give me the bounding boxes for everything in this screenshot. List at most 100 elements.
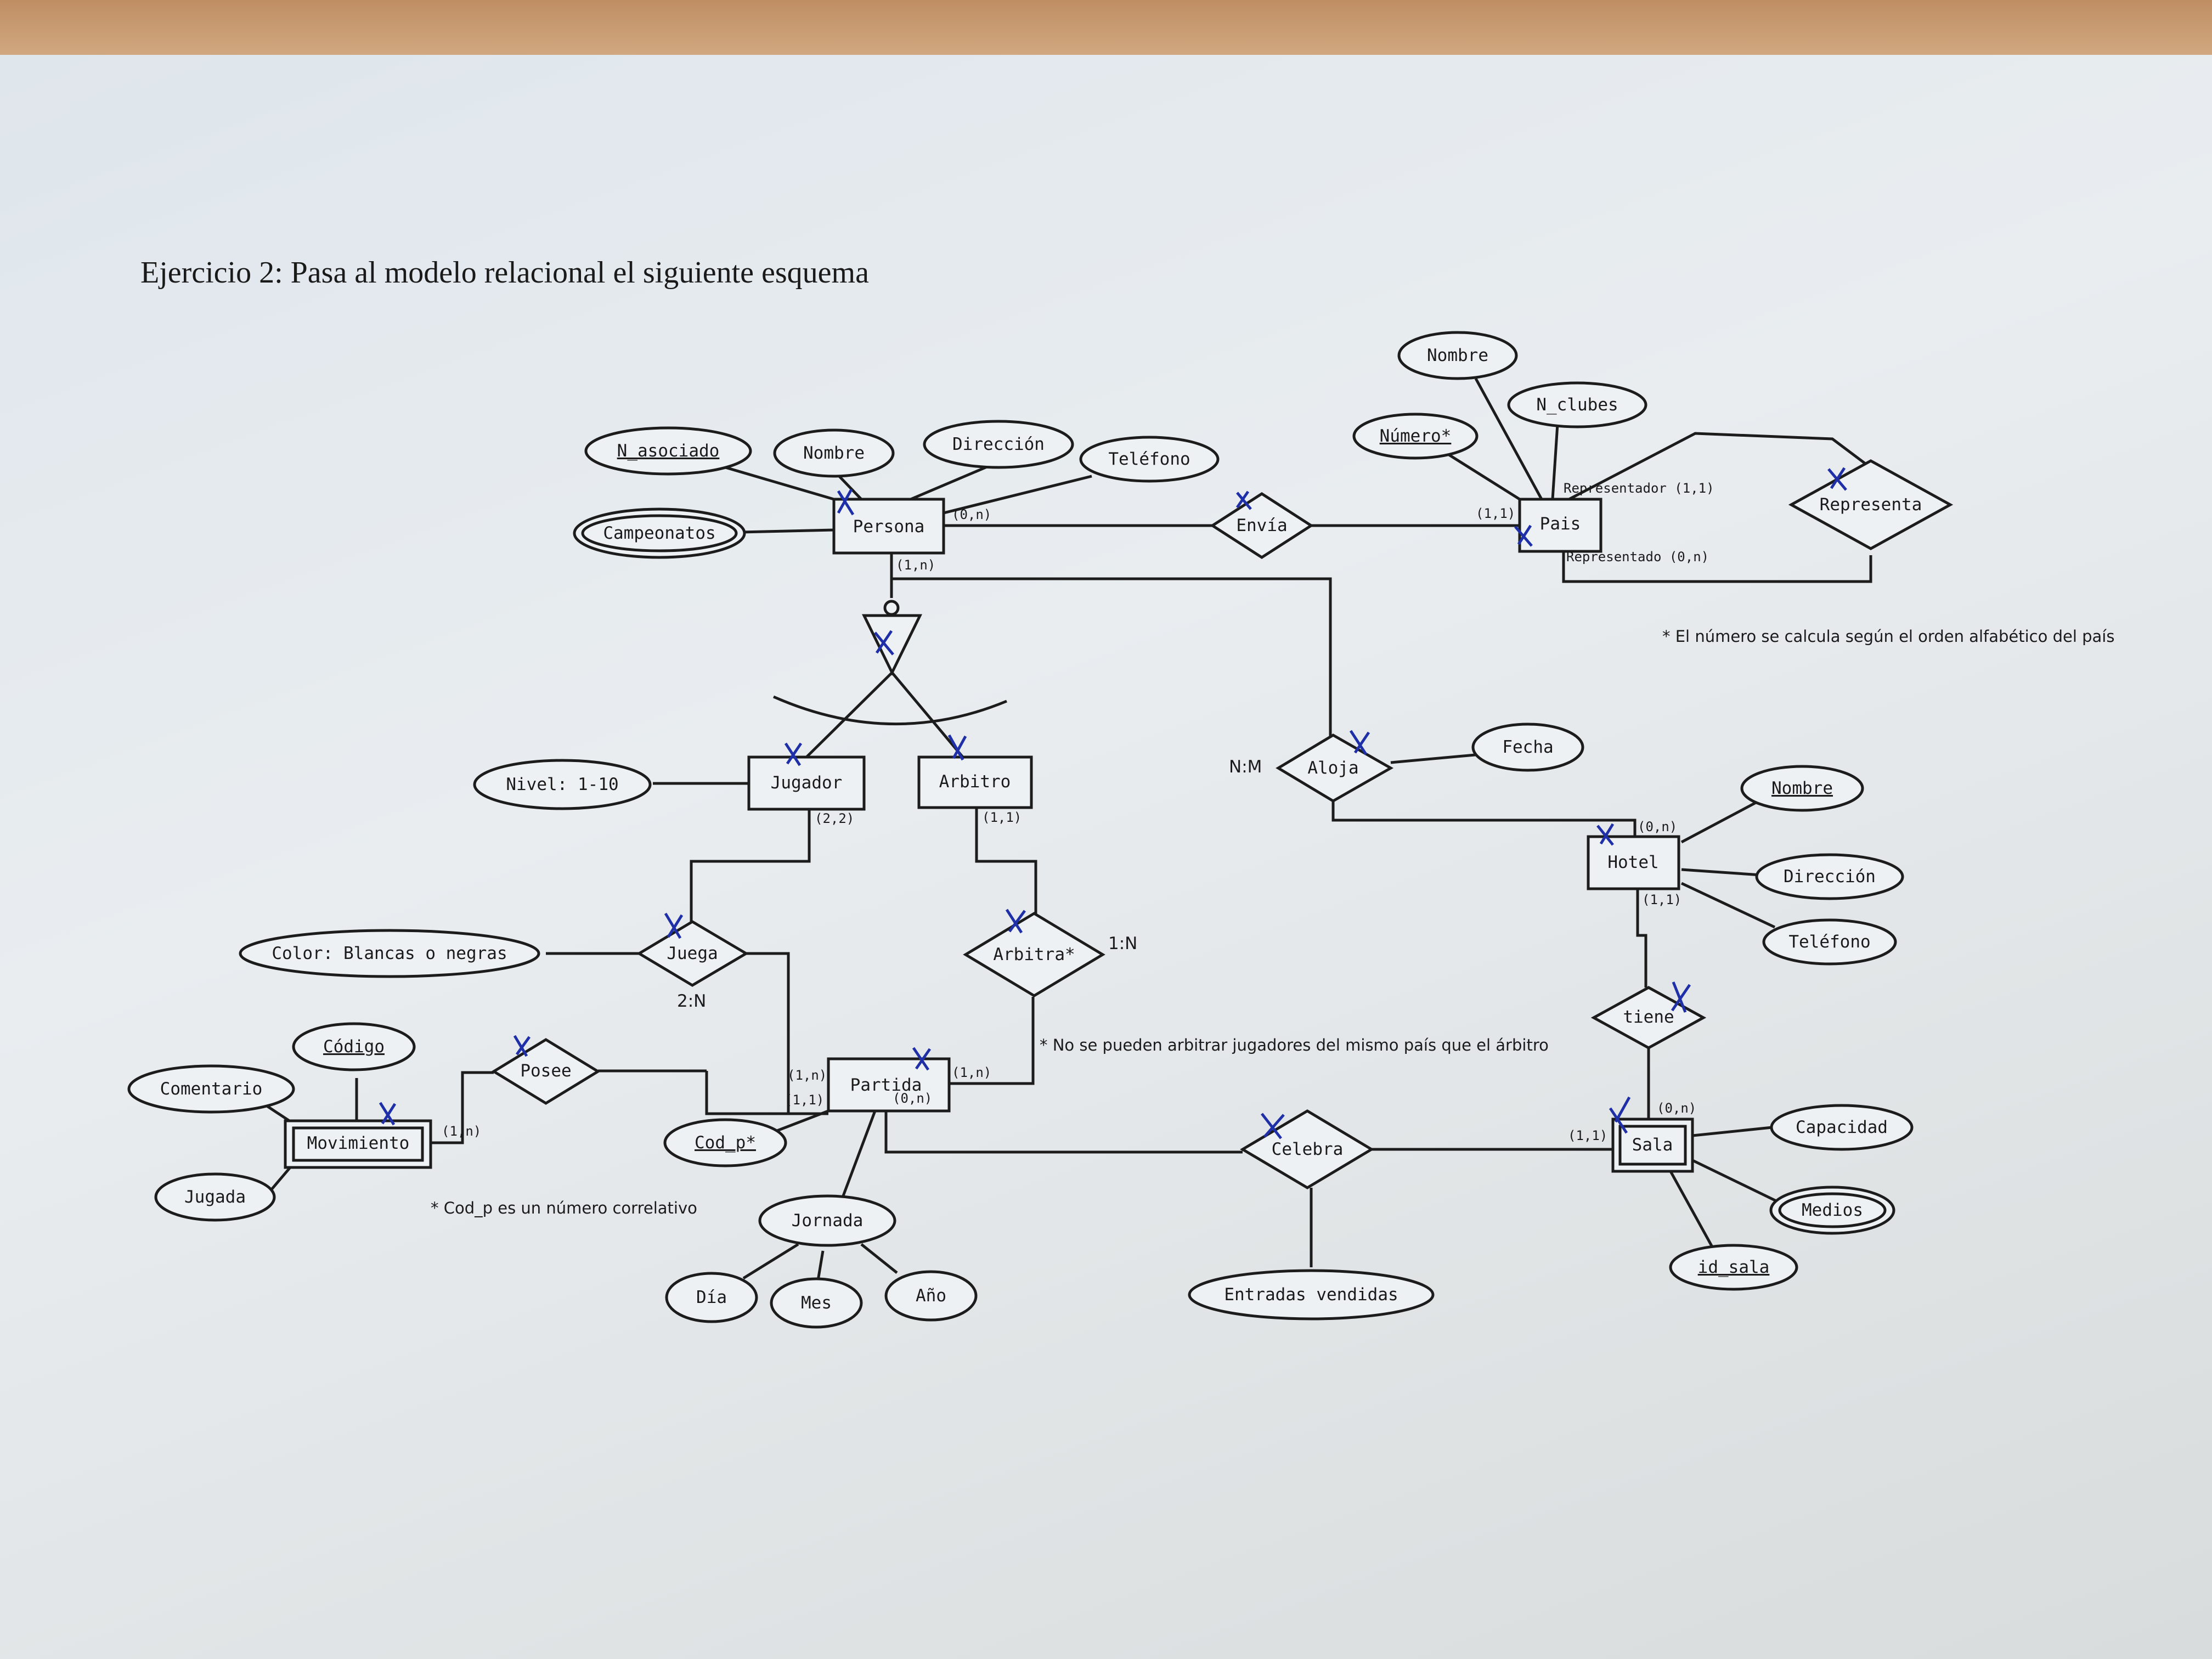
attr-mes-label: Mes	[801, 1293, 832, 1313]
attr-mes: Mes	[770, 1277, 863, 1329]
attr-entradas-vendidas: Entradas vendidas	[1188, 1269, 1435, 1321]
entity-pais-label: Pais	[1540, 514, 1581, 534]
attr-cod-p-label: Cod_p*	[695, 1133, 756, 1153]
rel-posee: Posee	[491, 1038, 601, 1105]
rel-juega-label: Juega	[667, 944, 718, 963]
entity-sala-label: Sala	[1632, 1135, 1673, 1155]
attr-n-asociado-label: N_asociado	[617, 441, 720, 461]
rel-aloja: Aloja	[1276, 733, 1394, 803]
entity-jugador: Jugador	[747, 755, 866, 811]
card-sala-tiene: (0,n)	[1657, 1101, 1696, 1116]
entity-movimiento-label: Movimiento	[307, 1133, 410, 1153]
rel-aloja-label: Aloja	[1307, 758, 1358, 778]
ratio-juega: 2:N	[677, 991, 706, 1011]
attr-nivel: Nivel: 1-10	[473, 759, 652, 810]
card-persona-envia: (0,n)	[952, 507, 991, 522]
entity-jugador-label: Jugador	[771, 773, 843, 793]
card-sala-celebra: (1,1)	[1568, 1128, 1607, 1143]
entity-pais: Pais	[1518, 498, 1602, 553]
exercise-title: Ejercicio 2: Pasa al modelo relacional e…	[140, 256, 869, 290]
attr-jugada: Jugada	[154, 1172, 276, 1222]
attr-hotel-telefono-label: Teléfono	[1788, 932, 1870, 952]
attr-hotel-telefono: Teléfono	[1762, 918, 1897, 966]
attr-n-asociado: N_asociado	[584, 426, 752, 476]
ratio-labels: N:M 1:N 2:N	[677, 757, 1262, 1011]
card-hotel-tiene: (1,1)	[1642, 892, 1681, 907]
entity-partida: Partida	[827, 1057, 951, 1113]
attr-color: Color: Blancas o negras	[239, 929, 540, 978]
entity-arbitro-label: Arbitro	[939, 772, 1011, 792]
note-numero: * El número se calcula según el orden al…	[1662, 627, 2114, 646]
card-partida-celebra: (0,n)	[893, 1091, 932, 1106]
attr-jornada-composite: Jornada	[758, 1194, 896, 1247]
attr-pais-nombre: Nombre	[1397, 331, 1518, 380]
attr-capacidad: Capacidad	[1770, 1104, 1914, 1151]
card-partida-juega: (1,n)	[787, 1068, 827, 1083]
attr-codigo: Código	[292, 1022, 416, 1071]
attr-fecha: Fecha	[1471, 723, 1584, 772]
attr-campeonatos-multivalued: Campeonatos	[573, 507, 746, 559]
note-arbitra: * No se pueden arbitrar jugadores del mi…	[1040, 1036, 1549, 1054]
entity-hotel: Hotel	[1587, 835, 1680, 890]
rel-tiene-label: tiene	[1623, 1007, 1674, 1027]
rel-arbitra: Arbitra*	[963, 912, 1105, 997]
attr-dia-label: Día	[696, 1288, 727, 1307]
attr-id-sala-label: id_sala	[1698, 1257, 1770, 1277]
entity-hotel-label: Hotel	[1607, 853, 1658, 872]
attr-n-clubes: N_clubes	[1507, 381, 1647, 428]
cardinality-labels: (0,n) (1,n) (1,1) Representador (1,1) Re…	[442, 481, 1714, 1143]
attr-jornada-label: Jornada	[792, 1211, 864, 1231]
entity-arbitro: Arbitro	[917, 755, 1033, 809]
attr-jugada-label: Jugada	[184, 1187, 246, 1207]
attr-hotel-direccion-label: Dirección	[1784, 867, 1876, 887]
attr-comentario: Comentario	[127, 1064, 295, 1114]
attr-n-clubes-label: N_clubes	[1536, 395, 1618, 415]
attr-persona-nombre-label: Nombre	[803, 443, 865, 463]
attr-persona-nombre: Nombre	[773, 428, 895, 478]
attr-campeonatos-label: Campeonatos	[603, 523, 715, 543]
attr-entradas-label: Entradas vendidas	[1224, 1285, 1398, 1305]
attr-persona-direccion-label: Dirección	[952, 435, 1045, 454]
rel-representa: Representa	[1788, 459, 1954, 550]
rel-tiene: tiene	[1590, 986, 1707, 1049]
rel-celebra-label: Celebra	[1272, 1139, 1344, 1159]
attr-hotel-direccion: Dirección	[1755, 853, 1904, 900]
entity-persona-label: Persona	[853, 517, 925, 537]
connector-lines	[265, 377, 1877, 1284]
card-partida-arbitra: (1,n)	[952, 1065, 991, 1080]
attr-color-label: Color: Blancas o negras	[272, 944, 507, 963]
entity-persona: Persona	[832, 498, 945, 555]
attr-anio-label: Año	[916, 1286, 946, 1306]
attr-anio: Año	[884, 1270, 978, 1322]
card-jugador-juega: (2,2)	[815, 811, 854, 826]
attr-nivel-label: Nivel: 1-10	[506, 775, 618, 794]
card-representado: Representado (0,n)	[1566, 549, 1709, 565]
card-hotel-aloja: (0,n)	[1638, 819, 1677, 834]
attr-capacidad-label: Capacidad	[1796, 1118, 1888, 1137]
attr-persona-telefono: Teléfono	[1079, 436, 1220, 483]
rel-representa-label: Representa	[1820, 495, 1922, 515]
weak-entity-movimiento: Movimiento	[284, 1119, 432, 1169]
attr-fecha-label: Fecha	[1502, 737, 1553, 757]
attr-hotel-nombre-label: Nombre	[1771, 778, 1833, 798]
attr-hotel-nombre: Nombre	[1740, 765, 1864, 812]
attr-pais-nombre-label: Nombre	[1427, 346, 1488, 365]
entity-partida-label: Partida	[850, 1075, 922, 1095]
attr-cod-p: Cod_p*	[663, 1118, 787, 1167]
rel-arbitra-label: Arbitra*	[993, 945, 1075, 964]
attr-persona-direccion: Dirección	[923, 420, 1074, 469]
pen-marks	[379, 467, 1847, 1139]
note-cod-p: * Cod_p es un número correlativo	[431, 1199, 697, 1217]
card-pais-envia: (1,1)	[1476, 506, 1515, 521]
rel-posee-label: Posee	[520, 1061, 571, 1081]
rel-celebra: Celebra	[1240, 1109, 1374, 1189]
attr-id-sala: id_sala	[1669, 1244, 1798, 1291]
ratio-arbitra: 1:N	[1108, 934, 1137, 953]
attr-medios-label: Medios	[1802, 1200, 1863, 1220]
card-representador: Representador (1,1)	[1564, 481, 1714, 496]
attr-numero-label: Número*	[1380, 426, 1452, 446]
card-arbitro-arbitra: (1,1)	[982, 810, 1022, 825]
attr-medios-multivalued: Medios	[1769, 1186, 1895, 1235]
ratio-aloja: N:M	[1229, 757, 1262, 777]
attr-dia: Día	[665, 1272, 758, 1323]
